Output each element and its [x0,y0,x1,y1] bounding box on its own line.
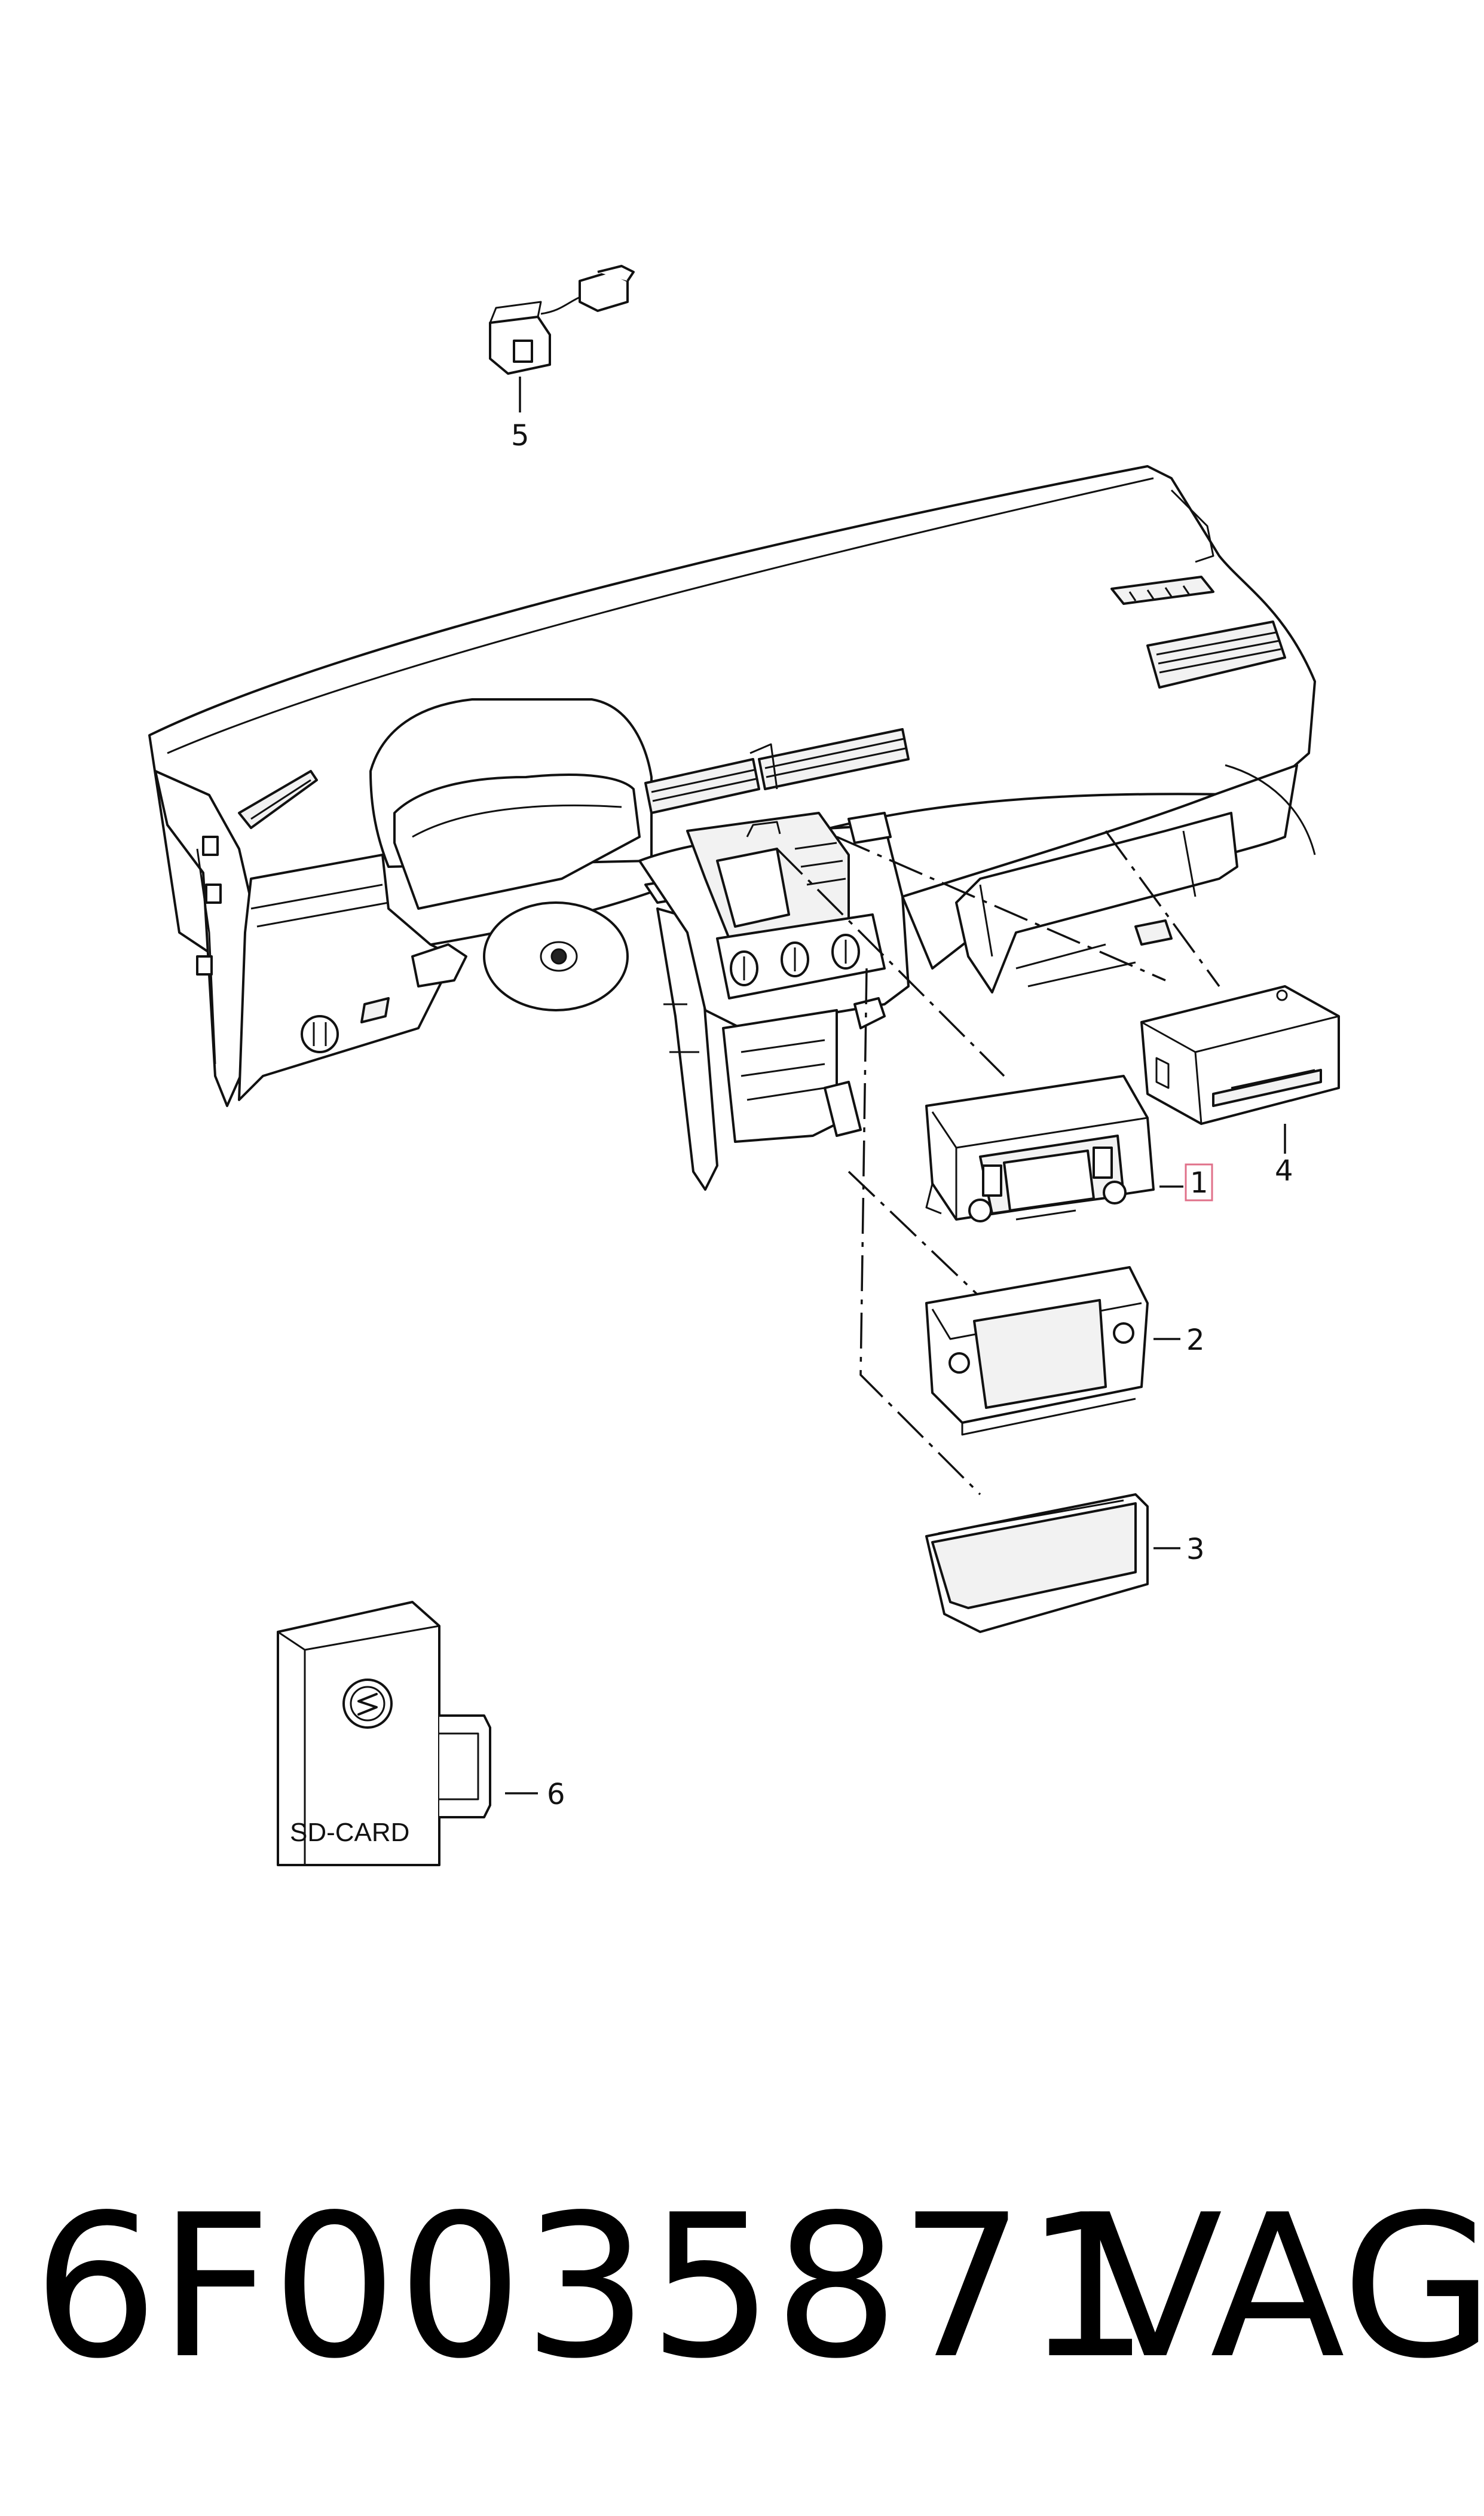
callout-1: 1 [1190,1166,1208,1200]
part-6-sd-card-package: SD-CARD [277,1601,491,1866]
callout-2: 2 [1186,1323,1205,1357]
dashboard-assembly [148,465,1316,1191]
assembly-guide-lines [776,830,1220,1496]
part-5-connector [489,265,635,412]
part-1-radio-unit [925,1075,1155,1222]
brand-caption: VAG [1088,2172,1484,2402]
callout-5: 5 [511,419,530,453]
part-number-caption: 6F0035871 [33,2172,1150,2402]
callout-3: 3 [1186,1533,1205,1566]
part-4-media-unit [1140,985,1340,1154]
part-3-display-bezel [925,1493,1149,1633]
part-2-display-unit [925,1266,1149,1436]
callout-4: 4 [1275,1154,1293,1188]
callout-6: 6 [547,1778,565,1811]
callout-1-highlight [1185,1163,1213,1202]
sd-card-label: SD-CARD [290,1818,409,1847]
